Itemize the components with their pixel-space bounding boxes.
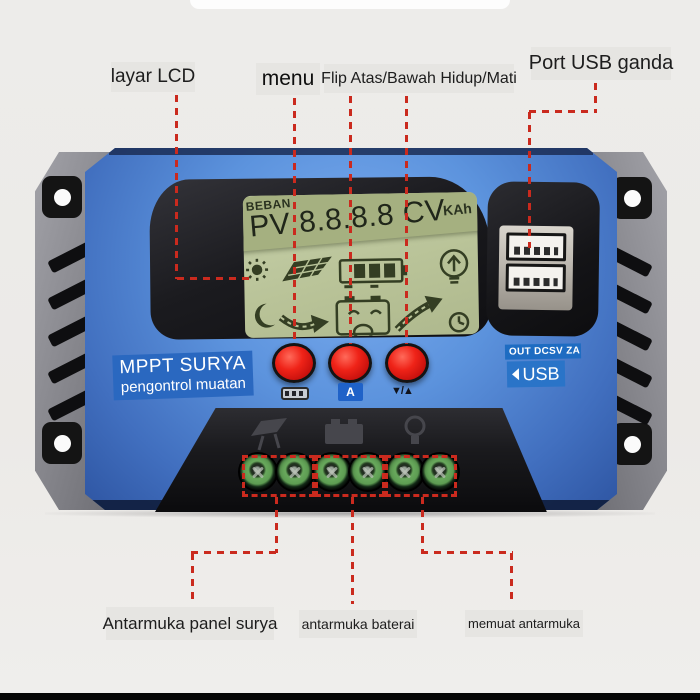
callout-flip-updown: Flip Atas/Bawah Hidup/Mati [321, 64, 517, 93]
battery-terminal-group-box [315, 455, 385, 497]
terminal-icon-row [251, 415, 426, 451]
leader-line-load-h [421, 551, 513, 554]
battery-mode-icon [281, 387, 309, 400]
moon-icon [254, 303, 276, 328]
usb-out-spec-label: OUT DCSV ZA [504, 343, 582, 360]
leader-line-lcd-h [177, 277, 255, 280]
top-rounded-strip [190, 0, 510, 9]
down-button [385, 343, 429, 383]
leader-line-flip-2 [405, 96, 408, 344]
bulb-output-icon [439, 249, 469, 284]
battery-icon [325, 419, 363, 444]
leader-line-load-v2 [510, 553, 513, 603]
button-a-label: A [338, 383, 363, 401]
callout-menu: menu [256, 63, 320, 95]
sun-icon [246, 258, 269, 281]
usb-recess [485, 181, 601, 337]
brand-line2: pengontrol muatan [120, 374, 247, 397]
leader-line-battery [351, 497, 354, 604]
leader-line-usb-v2 [528, 112, 531, 248]
up-button [328, 343, 372, 383]
leader-line-flip-1 [349, 96, 352, 344]
leader-line-solar-h [191, 551, 278, 554]
bulb-icon [404, 415, 426, 444]
brand-label: MPPT SURYA pengontrol muatan [112, 350, 254, 401]
leader-line-menu [293, 98, 296, 344]
leader-line-usb-v1 [594, 83, 597, 112]
terminal-screw [385, 452, 425, 492]
leader-line-solar-v2 [191, 553, 194, 603]
battery-smiley-icon [335, 295, 391, 339]
bottom-black-bar [0, 693, 700, 700]
solar-panel-icon [282, 256, 332, 282]
mounting-hole [42, 176, 82, 218]
terminal-screw [348, 452, 388, 492]
load-terminal-group-box [385, 455, 457, 497]
lcd-unit-label: KAh [442, 200, 473, 219]
lcd-screen: BEBAN PV 8.8.8.8 CV KAh [242, 191, 480, 339]
usb-out-label: USB [506, 360, 566, 388]
usb-port-bottom [505, 263, 566, 293]
mounting-hole [42, 422, 82, 464]
solar-panel-icon [251, 418, 287, 451]
leader-line-usb-h [529, 110, 597, 113]
flow-arrow-icon [278, 314, 329, 333]
solar-terminal-group-box [242, 455, 315, 497]
terminal-screw [420, 452, 460, 492]
callout-load-interface: memuat antarmuka [465, 610, 583, 637]
callout-dual-usb: Port USB ganda [529, 47, 673, 80]
menu-button [272, 343, 316, 383]
terminal-screw [275, 452, 315, 492]
usb-port-top [505, 232, 567, 262]
up-down-icon: ▼/▲ [391, 385, 414, 397]
callout-solar-interface: Antarmuka panel surya [103, 607, 277, 640]
lcd-icon-panel [246, 249, 470, 339]
usb-text: USB [522, 363, 560, 384]
mounting-hole [612, 177, 652, 219]
mounting-hole [612, 423, 652, 465]
leader-line-solar-v1 [275, 497, 278, 553]
timer-icon [448, 312, 470, 333]
charge-arrow-icon [394, 295, 443, 332]
leader-line-lcd [175, 95, 178, 279]
device-shadow [45, 509, 655, 518]
dual-usb-port [498, 225, 574, 311]
callout-lcd-screen: layar LCD [111, 62, 195, 92]
usb-pointer-icon [512, 368, 520, 381]
leader-line-load-v1 [421, 497, 424, 553]
callout-battery-interface: antarmuka baterai [299, 610, 417, 638]
